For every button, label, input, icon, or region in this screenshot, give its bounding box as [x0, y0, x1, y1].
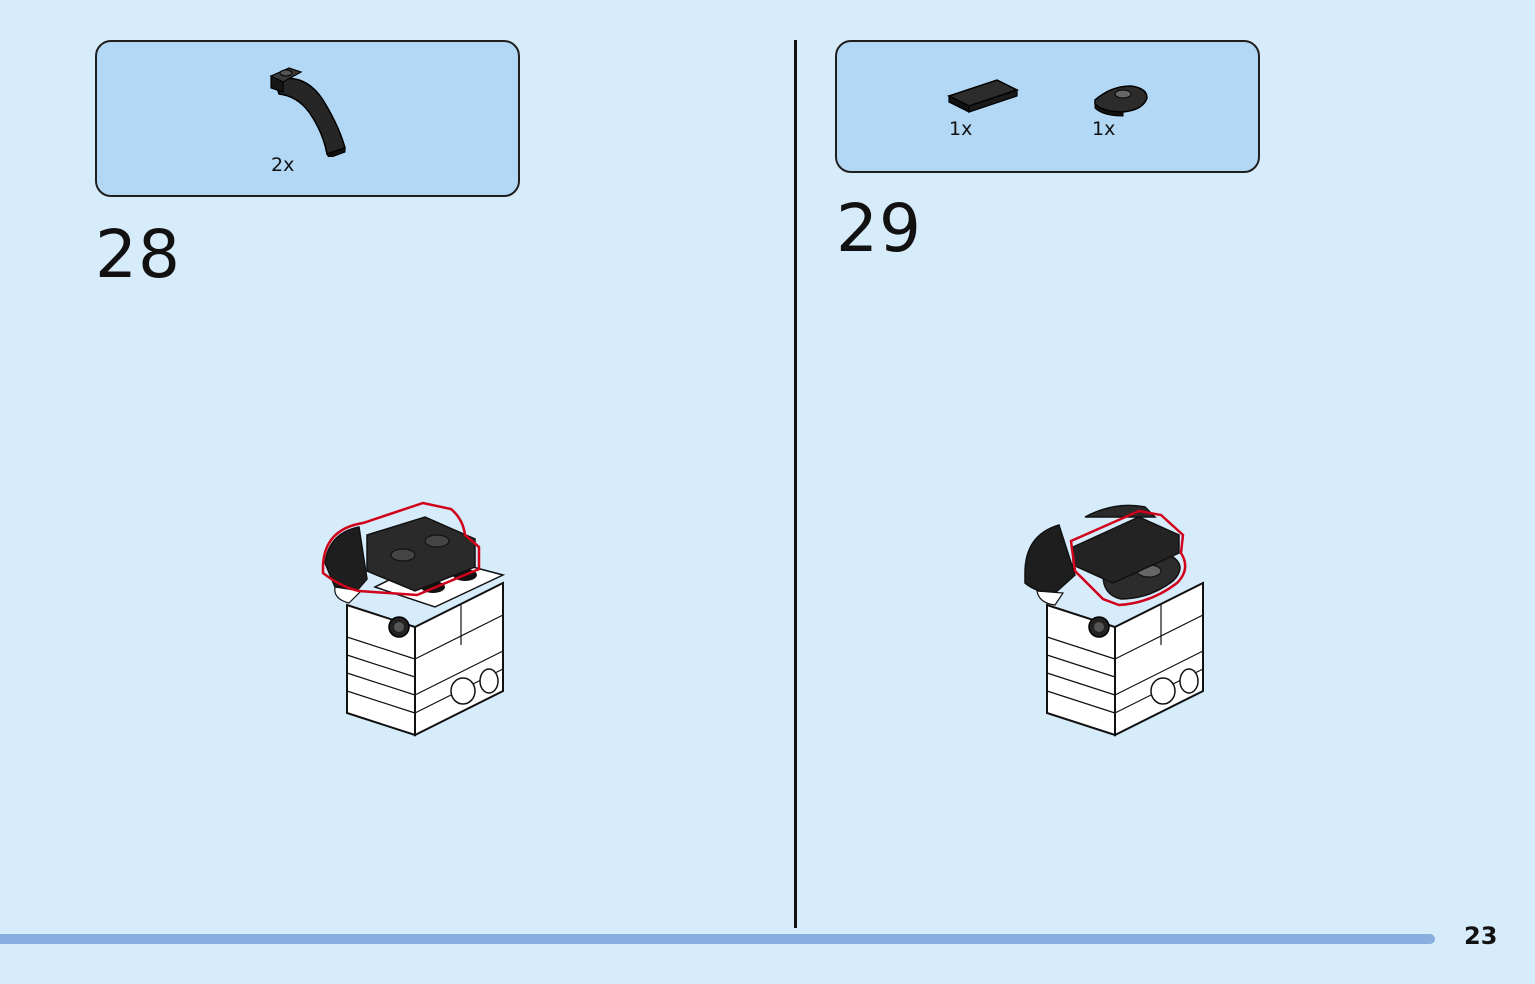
assembly-model-step-28	[321, 501, 506, 737]
round-plate-icon	[1094, 85, 1148, 117]
part-quantity: 1x	[949, 118, 973, 140]
part-quantity: 2x	[271, 154, 295, 176]
page-divider	[794, 40, 797, 928]
page-number: 23	[1464, 922, 1498, 950]
assembly-model-step-29	[1024, 504, 1204, 737]
parts-callout-step-28: 2x	[95, 40, 520, 197]
part-quantity: 1x	[1092, 118, 1116, 140]
page-progress-bar	[0, 934, 1435, 944]
step-number: 29	[836, 190, 922, 267]
curved-slope-brick-icon	[269, 67, 346, 157]
step-number: 28	[95, 216, 181, 293]
flat-tile-icon	[947, 79, 1019, 113]
parts-callout-step-29: 1x 1x	[835, 40, 1260, 173]
